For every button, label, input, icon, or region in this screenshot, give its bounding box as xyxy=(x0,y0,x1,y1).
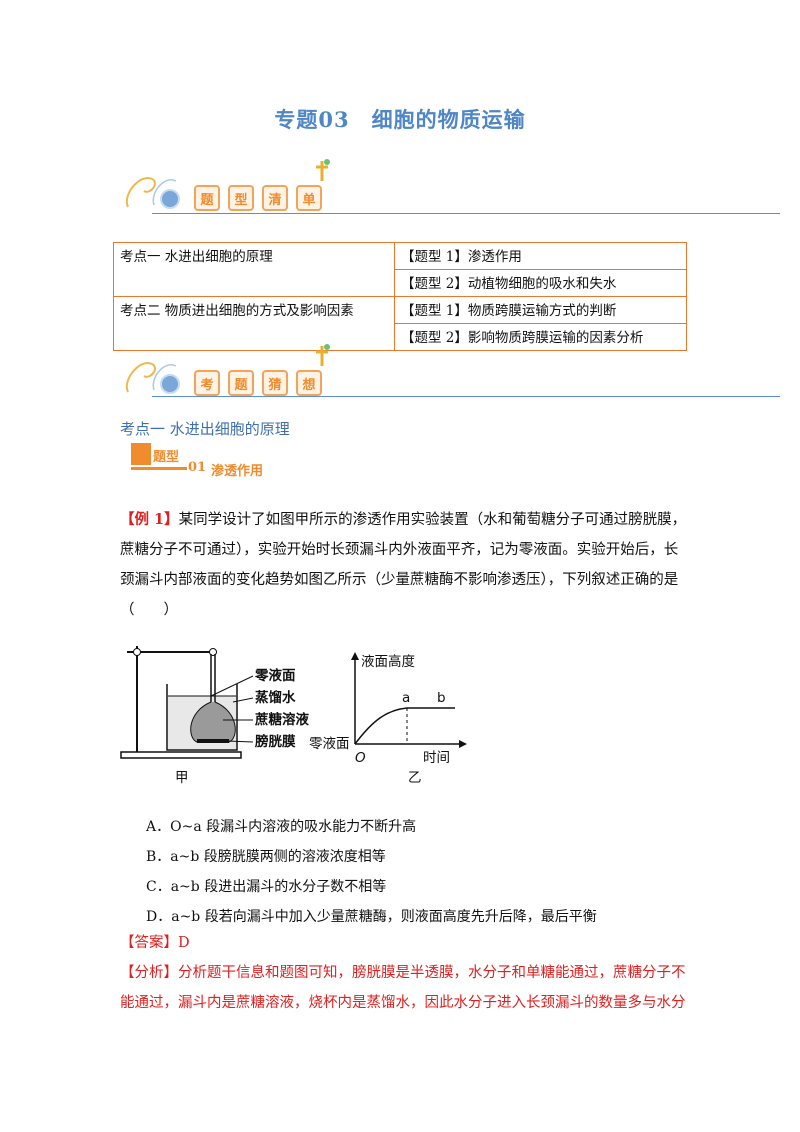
banner-tile: 猜 xyxy=(262,370,288,396)
badge-number: 01 xyxy=(188,460,207,475)
label-distilled-water: 蒸馏水 xyxy=(255,689,296,706)
graph-origin-label: 零液面 xyxy=(309,736,350,752)
sprout-icon xyxy=(316,344,330,366)
badge-word: 题型 xyxy=(153,450,180,465)
analysis-text: 分析题干信息和题图可知，膀胱膜是半透膜，水分子和单糖能通过，蔗糖分子不 xyxy=(178,965,686,981)
table-cell-type: 【题型 1】物质跨膜运输方式的判断 xyxy=(394,296,687,324)
banner-tile: 型 xyxy=(228,185,254,211)
options-list: A．O~a 段漏斗内溶液的吸水能力不断升高 B．a~b 段膀胱膜两侧的溶液浓度相… xyxy=(146,812,597,932)
badge-underline xyxy=(131,467,187,470)
bullet-icon xyxy=(160,374,180,394)
table-cell-type: 【题型 2】影响物质跨膜运输的因素分析 xyxy=(394,323,687,351)
banner-tile: 题 xyxy=(228,370,254,396)
section-heading: 考点一 水进出细胞的原理 xyxy=(120,420,290,438)
banner-tile: 想 xyxy=(296,370,322,396)
section-banner-predictions: 考 题 猜 想 xyxy=(120,344,780,400)
badge-block xyxy=(131,443,151,465)
analysis-text: 能通过，漏斗内是蔗糖溶液，烧杯内是蒸馏水，因此水分子进入长颈漏斗的数量多与水分 xyxy=(120,995,686,1011)
graph-xlabel: 时间 xyxy=(423,750,450,766)
question-text: （ ） xyxy=(120,602,178,618)
label-bladder-membrane: 膀胱膜 xyxy=(254,733,296,750)
caption-jia: 甲 xyxy=(175,770,189,786)
table-cell-type: 【题型 2】动植物细胞的吸水和失水 xyxy=(394,269,687,297)
analysis-label: 【分析】 xyxy=(120,965,178,981)
answer-line: 【答案】D xyxy=(120,928,190,958)
graph-point-b: b xyxy=(437,690,446,706)
question-type-badge: 题型 01 渗透作用 xyxy=(131,443,331,479)
option-c: C．a~b 段进出漏斗的水分子数不相等 xyxy=(146,879,387,895)
analysis-block: 【分析】分析题干信息和题图可知，膀胱膜是半透膜，水分子和单糖能通过，蔗糖分子不 … xyxy=(120,958,690,1018)
banner-tile: 单 xyxy=(296,185,322,211)
page-title: 专题03 细胞的物质运输 xyxy=(274,107,526,132)
option-a: A．O~a 段漏斗内溶液的吸水能力不断升高 xyxy=(146,819,417,835)
swirl-decoration-icon xyxy=(125,177,177,208)
graph-point-a: a xyxy=(402,690,410,706)
bullet-icon xyxy=(160,189,180,209)
badge-name: 渗透作用 xyxy=(211,464,264,479)
question-text: 颈漏斗内部液面的变化趋势如图乙所示（少量蔗糖酶不影响渗透压），下列叙述正确的是 xyxy=(120,572,679,588)
swirl-decoration-icon xyxy=(125,362,177,393)
table-cell-topic: 考点一 水进出细胞的原理 xyxy=(113,242,395,297)
label-zero-level: 零液面 xyxy=(254,667,296,684)
example-tag: 【例 1】 xyxy=(120,511,179,528)
graph-ylabel: 液面高度 xyxy=(361,653,415,670)
caption-yi: 乙 xyxy=(408,770,422,786)
level-graph xyxy=(351,652,467,748)
answer-label: 【答案】 xyxy=(120,935,178,951)
table-cell-type: 【题型 1】渗透作用 xyxy=(394,242,687,270)
option-b: B．a~b 段膀胱膜两侧的溶液浓度相等 xyxy=(146,849,386,865)
option-d: D．a~b 段若向漏斗中加入少量蔗糖酶，则液面高度先升后降，最后平衡 xyxy=(146,909,597,925)
banner-tile: 清 xyxy=(262,185,288,211)
apparatus-diagram xyxy=(120,646,254,759)
banner-tile: 考 xyxy=(194,370,220,396)
sprout-icon xyxy=(316,159,330,181)
answer-value: D xyxy=(178,935,190,951)
topic-table: 考点一 水进出细胞的原理 【题型 1】渗透作用 【题型 2】动植物细胞的吸水和失… xyxy=(113,242,687,351)
divider xyxy=(152,213,780,214)
label-sucrose-solution: 蔗糖溶液 xyxy=(254,711,309,728)
section-banner-question-types: 题 型 清 单 xyxy=(120,159,780,215)
osmosis-figure: 零液面 蒸馏水 蔗糖溶液 膀胱膜 甲 液面高度 零液面 O 时间 a b 乙 xyxy=(120,646,467,786)
banner-tile: 题 xyxy=(194,185,220,211)
table-cell-topic: 考点二 物质进出细胞的方式及影响因素 xyxy=(113,296,395,351)
graph-origin: O xyxy=(355,750,366,766)
question-text: 蔗糖分子不可通过），实验开始时长颈漏斗内外液面平齐，记为零液面。实验开始后，长 xyxy=(120,542,679,558)
question-text: 某同学设计了如图甲所示的渗透作用实验装置（水和葡萄糖分子可通过膀胱膜， xyxy=(178,512,687,528)
example-question: 【例 1】某同学设计了如图甲所示的渗透作用实验装置（水和葡萄糖分子可通过膀胱膜，… xyxy=(120,505,690,625)
divider xyxy=(152,396,780,397)
